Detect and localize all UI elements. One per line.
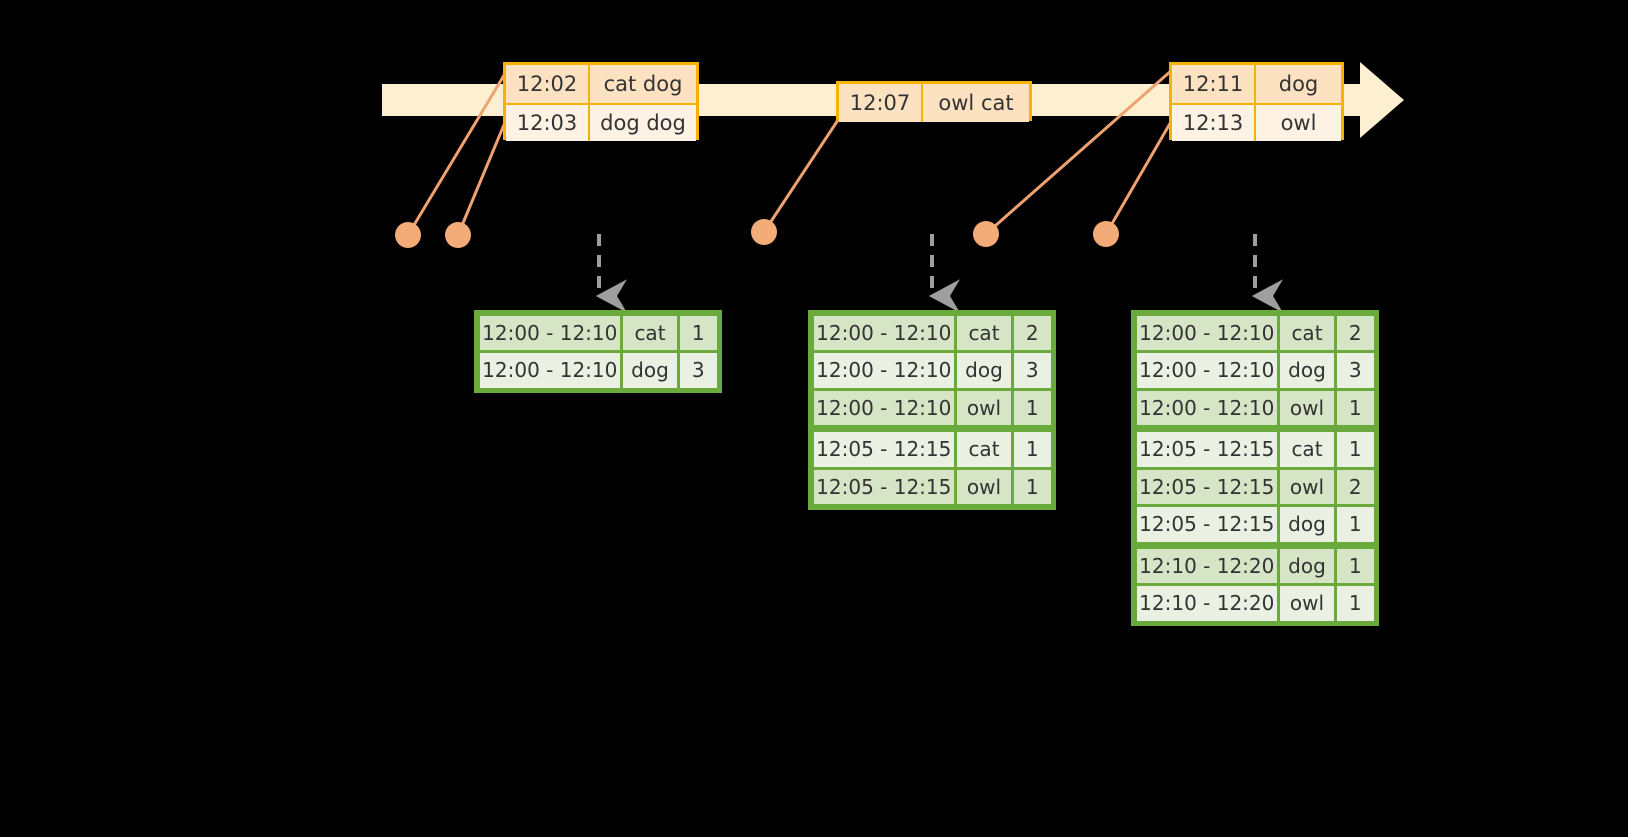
connector-line-3 <box>762 119 840 233</box>
table-cell-window: 12:00 - 12:10 <box>813 315 955 350</box>
event-time: 12:03 <box>506 105 590 141</box>
table-cell-word: cat <box>1280 432 1334 467</box>
table-cell-window: 12:00 - 12:10 <box>479 353 621 388</box>
event-time: 12:11 <box>1172 65 1256 103</box>
table-group-separator <box>1135 543 1375 547</box>
table-cell-count: 1 <box>1013 469 1051 504</box>
table-cell-window: 12:10 - 12:20 <box>1136 548 1278 583</box>
event-words: dog <box>1256 65 1341 103</box>
table-cell-count: 1 <box>1013 432 1051 467</box>
table-cell-window: 12:00 - 12:10 <box>1136 353 1278 388</box>
table-cell-word: owl <box>1280 586 1334 621</box>
event-row[interactable]: 12:03 dog dog <box>506 103 696 141</box>
table-cell-count: 2 <box>1013 315 1051 350</box>
table-cell-count: 1 <box>1336 390 1374 425</box>
event-group-1[interactable]: 12:02 cat dog 12:03 dog dog <box>503 62 699 141</box>
event-group-3[interactable]: 12:11 dog 12:13 owl <box>1169 62 1344 141</box>
trigger-dot-4 <box>973 221 999 247</box>
table-cell-window: 12:00 - 12:10 <box>479 315 621 350</box>
table-group-separator <box>812 426 1052 431</box>
event-words: owl cat <box>923 84 1029 122</box>
table-cell-count: 1 <box>1336 507 1374 542</box>
connector-line-2 <box>456 119 508 236</box>
event-row[interactable]: 12:11 dog <box>1172 65 1341 103</box>
event-words: owl <box>1256 105 1341 141</box>
event-words: dog dog <box>590 105 696 141</box>
table-cell-window: 12:05 - 12:15 <box>1136 507 1278 542</box>
table-cell-window: 12:00 - 12:10 <box>1136 390 1278 425</box>
table-cell-window: 12:00 - 12:10 <box>813 390 955 425</box>
trigger-dot-1 <box>395 222 421 248</box>
trigger-dot-2 <box>445 222 471 248</box>
table-cell-count: 1 <box>679 315 717 350</box>
table-cell-word: dog <box>1280 353 1334 388</box>
table-cell-window: 12:00 - 12:10 <box>813 353 955 388</box>
table-cell-word: dog <box>623 353 677 388</box>
table-cell-window: 12:05 - 12:15 <box>1136 469 1278 504</box>
event-row[interactable]: 12:13 owl <box>1172 103 1341 141</box>
table-cell-word: dog <box>957 353 1011 388</box>
connector-line-1 <box>406 71 508 236</box>
event-time: 12:07 <box>839 84 923 122</box>
table-cell-count: 2 <box>1336 469 1374 504</box>
table-cell-count: 3 <box>679 353 717 388</box>
event-row[interactable]: 12:07 owl cat <box>839 84 1029 122</box>
event-group-2[interactable]: 12:07 owl cat <box>836 81 1032 122</box>
event-time: 12:02 <box>506 65 590 103</box>
table-cell-window: 12:10 - 12:20 <box>1136 586 1278 621</box>
table-cell-word: cat <box>1280 315 1334 350</box>
trigger-dots <box>395 219 1119 248</box>
table-cell-word: owl <box>957 390 1011 425</box>
table-cell-window: 12:05 - 12:15 <box>813 469 955 504</box>
trigger-dot-3 <box>751 219 777 245</box>
table-cell-word: dog <box>1280 507 1334 542</box>
connector-line-5 <box>1104 119 1174 235</box>
table-cell-word: owl <box>1280 469 1334 504</box>
table-cell-count: 3 <box>1013 353 1051 388</box>
trigger-dot-5 <box>1093 221 1119 247</box>
event-words: cat dog <box>590 65 696 103</box>
table-cell-window: 12:05 - 12:15 <box>1136 432 1278 467</box>
table-cell-count: 1 <box>1336 586 1374 621</box>
event-row[interactable]: 12:02 cat dog <box>506 65 696 103</box>
table-cell-word: cat <box>957 432 1011 467</box>
table-cell-window: 12:00 - 12:10 <box>1136 315 1278 350</box>
table-cell-count: 1 <box>1336 432 1374 467</box>
table-cell-word: owl <box>1280 390 1334 425</box>
table-group-separator <box>1135 426 1375 431</box>
emit-arrows <box>595 234 1283 313</box>
table-cell-count: 2 <box>1336 315 1374 350</box>
table-cell-count: 1 <box>1013 390 1051 425</box>
table-cell-word: cat <box>623 315 677 350</box>
table-cell-count: 1 <box>1336 548 1374 583</box>
table-cell-window: 12:05 - 12:15 <box>813 432 955 467</box>
table-cell-word: dog <box>1280 548 1334 583</box>
event-time: 12:13 <box>1172 105 1256 141</box>
table-cell-word: owl <box>957 469 1011 504</box>
table-cell-count: 3 <box>1336 353 1374 388</box>
table-cell-word: cat <box>957 315 1011 350</box>
